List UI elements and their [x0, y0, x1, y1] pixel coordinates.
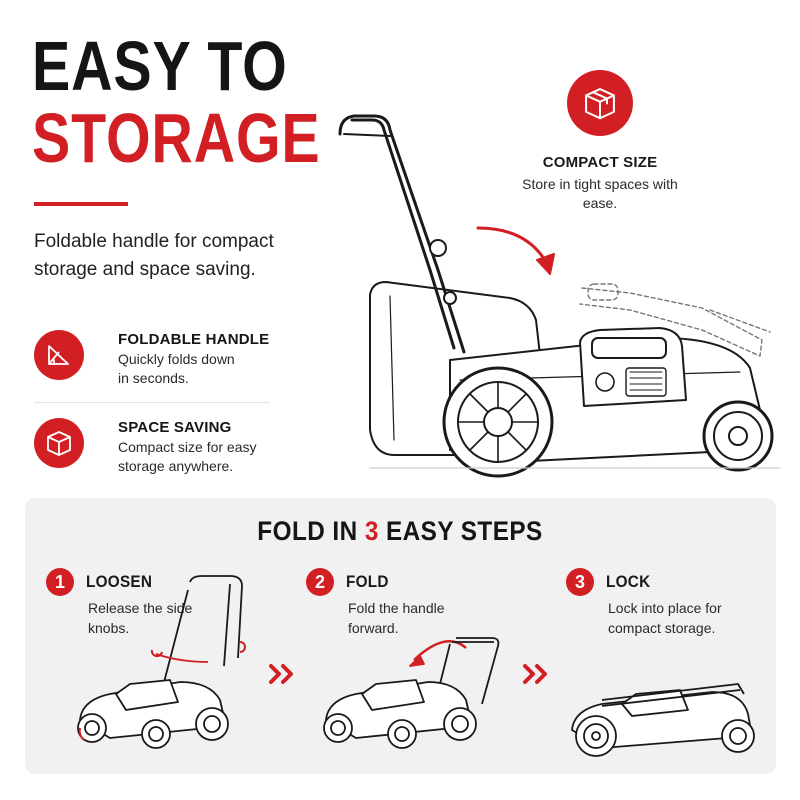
steps-title: FOLD IN 3 EASY STEPS	[257, 516, 543, 546]
next-chevron-icon	[269, 664, 293, 684]
headline-underline	[34, 202, 128, 206]
step-title: LOCK	[606, 572, 651, 591]
compact-size-callout: COMPACT SIZE Store in tight spaces with …	[520, 70, 680, 213]
next-chevron-icon	[523, 664, 547, 684]
headline-line-1: EASY TO	[32, 27, 288, 105]
step-title: FOLD	[346, 572, 389, 591]
step-desc: Fold the handle forward.	[348, 600, 445, 636]
step-3-illustration	[571, 683, 755, 757]
hero-mower-illustration	[338, 114, 781, 478]
feature-foldable-handle: FOLDABLE HANDLE Quickly folds down in se…	[34, 330, 269, 388]
headline-line-2: STORAGE	[32, 99, 321, 177]
step-number: 3	[566, 568, 594, 596]
step-desc: Release the side knobs.	[88, 600, 193, 636]
divider	[34, 402, 270, 403]
feature-title: FOLDABLE HANDLE	[118, 331, 270, 348]
feature-space-saving: SPACE SAVING Compact size for easy stora…	[34, 418, 268, 476]
compact-title: COMPACT SIZE	[542, 154, 658, 171]
step-1-illustration	[77, 575, 246, 749]
headline: EASY TO STORAGE	[32, 30, 321, 174]
compact-desc: Store in tight spaces with ease.	[522, 176, 678, 211]
fold-arrow	[476, 226, 548, 264]
box-icon	[34, 418, 84, 468]
step-number: 1	[46, 568, 74, 596]
step-2-illustration	[323, 637, 500, 749]
folding-triangle-icon	[34, 330, 84, 380]
step-desc: Lock into place for compact storage.	[608, 600, 722, 636]
feature-title: SPACE SAVING	[118, 419, 232, 436]
step-number: 2	[306, 568, 334, 596]
lede-text: Foldable handle for compact storage and …	[34, 231, 274, 280]
folded-handle-ghost	[579, 283, 771, 357]
feature-desc: Compact size for easy storage anywhere.	[118, 439, 257, 474]
box-icon	[567, 70, 633, 136]
step-title: LOOSEN	[86, 572, 153, 591]
feature-desc: Quickly folds down in seconds.	[118, 351, 235, 386]
